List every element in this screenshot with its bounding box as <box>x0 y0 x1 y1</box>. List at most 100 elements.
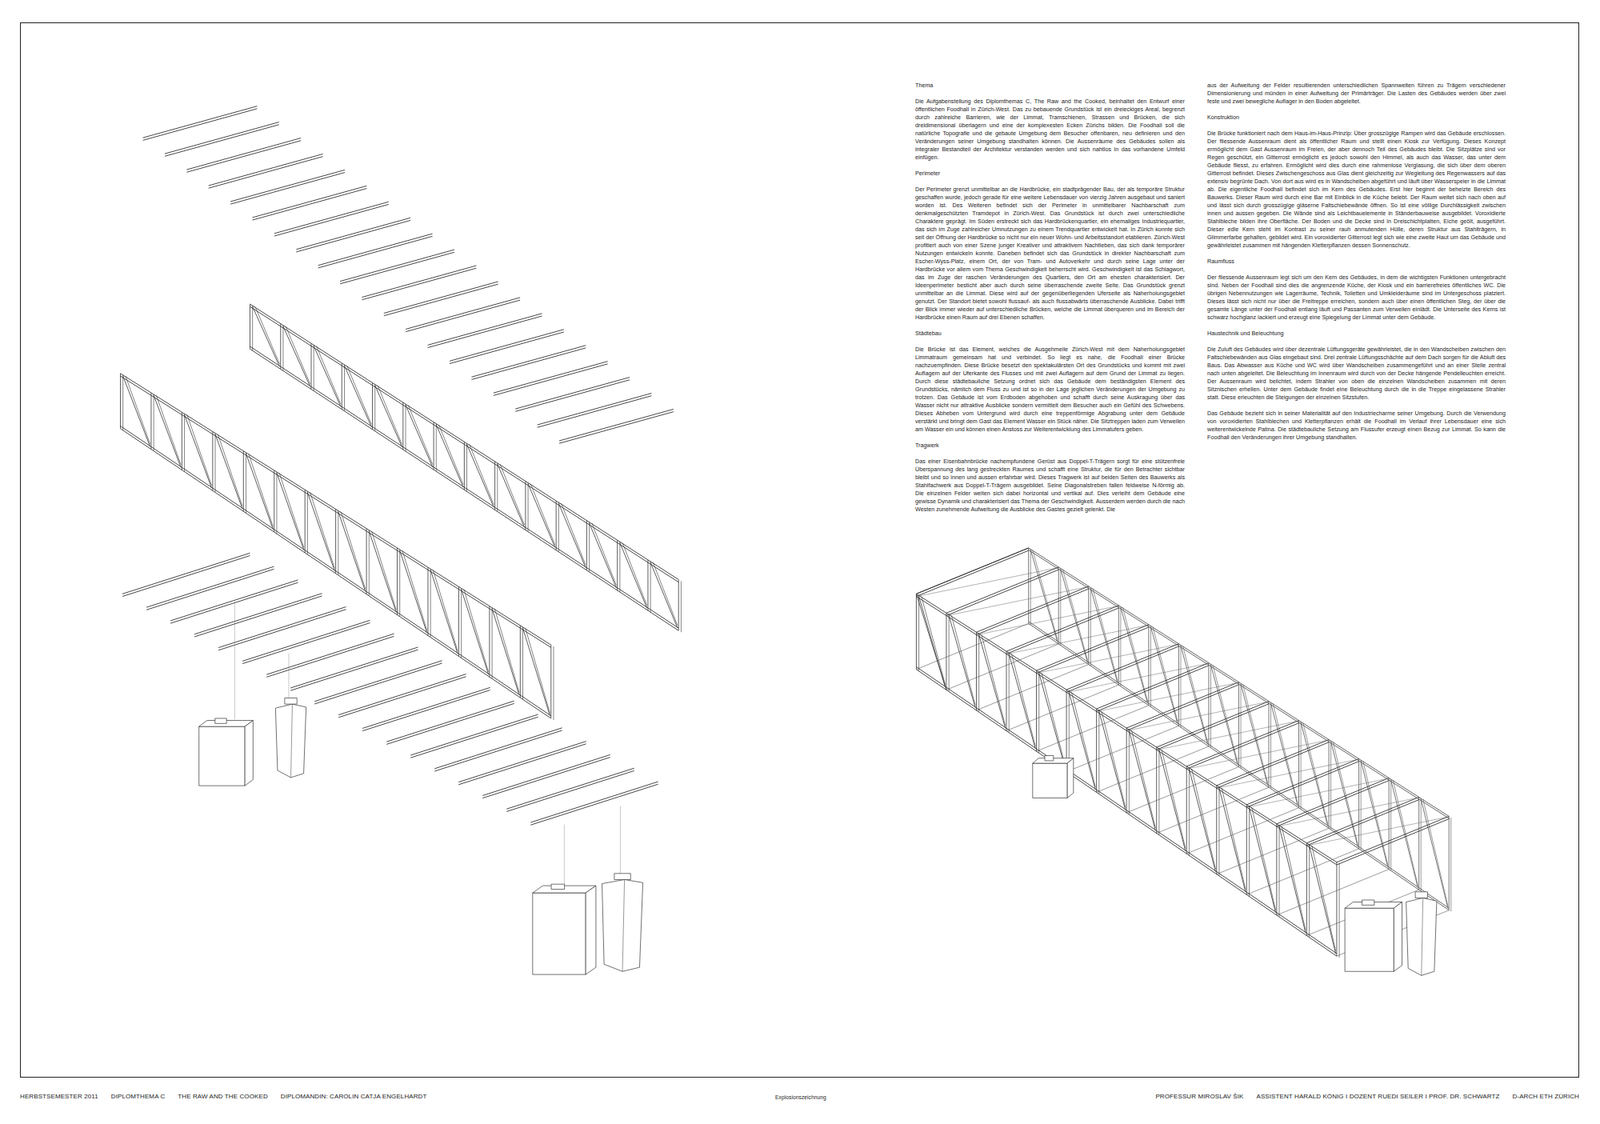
steel-member <box>650 562 678 628</box>
steel-member <box>497 464 525 528</box>
steel-member <box>946 569 1059 616</box>
steel-member <box>249 348 679 631</box>
footer-text: DIPLOMTHEMA C <box>111 1092 166 1100</box>
steel-member <box>1240 683 1242 768</box>
steel-member <box>1099 711 1126 810</box>
steel-member <box>1178 644 1180 727</box>
steel-member <box>1271 703 1299 806</box>
steel-member <box>1268 701 1269 788</box>
steel-member <box>1332 741 1358 845</box>
steel-member <box>375 385 403 448</box>
steel-member <box>279 472 304 548</box>
steel-member <box>1216 742 1329 788</box>
steel-member <box>494 461 496 510</box>
steel-member <box>650 561 652 612</box>
steel-member <box>616 540 618 591</box>
steel-member <box>344 365 372 428</box>
steel-member <box>530 781 658 823</box>
steel-member <box>266 636 394 677</box>
support-block <box>602 879 644 972</box>
steel-member <box>282 325 284 372</box>
steel-member <box>1090 588 1118 683</box>
steel-member <box>1220 760 1356 788</box>
steel-member <box>1036 624 1149 671</box>
steel-member <box>1216 785 1217 875</box>
steel-member <box>528 482 529 532</box>
steel-member <box>215 432 216 492</box>
steel-member <box>120 376 552 648</box>
steel-member <box>1092 588 1118 681</box>
body-text: Der fliessende Aussenraum legt sich um d… <box>1207 273 1506 322</box>
steel-member <box>1189 740 1326 769</box>
steel-member <box>1150 626 1178 724</box>
steel-member <box>1216 740 1329 786</box>
steel-member <box>482 754 610 796</box>
steel-member <box>1306 800 1419 846</box>
section-heading: Städtebau <box>915 329 1185 338</box>
steel-member <box>410 716 538 758</box>
steel-member <box>1210 664 1212 748</box>
section-heading: Tragwerk <box>915 441 1185 450</box>
steel-member <box>377 385 403 445</box>
steel-member <box>622 542 648 605</box>
steel-member <box>252 306 280 367</box>
steel-member <box>217 434 243 507</box>
steel-member <box>919 568 1056 596</box>
section-heading: Perimeter <box>915 169 1185 178</box>
steel-member <box>1101 711 1126 808</box>
steel-member <box>1126 767 1239 813</box>
support-block <box>1032 763 1068 798</box>
steel-member <box>248 453 274 528</box>
steel-member <box>245 453 273 530</box>
steel-member <box>1423 799 1448 907</box>
steel-member <box>313 344 315 391</box>
steel-member <box>1276 777 1389 824</box>
steel-member <box>436 424 464 488</box>
steel-member <box>242 623 370 664</box>
body-text: Die Brücke funktioniert nach dem Haus-im… <box>1207 129 1506 250</box>
steel-member <box>1096 746 1209 792</box>
steel-member <box>122 552 250 594</box>
steel-member <box>506 770 634 812</box>
steel-member <box>1336 862 1337 956</box>
steel-member <box>494 608 520 693</box>
steel-member <box>622 879 625 972</box>
steel-member <box>1150 625 1152 707</box>
steel-member <box>981 634 1006 726</box>
steel-member <box>234 602 236 720</box>
steel-member <box>1306 796 1419 843</box>
steel-member <box>313 345 341 407</box>
steel-member <box>506 768 634 809</box>
steel-member <box>181 412 183 470</box>
steel-member <box>458 741 586 783</box>
steel-member <box>1281 826 1306 931</box>
steel-member <box>434 728 562 769</box>
steel-member <box>524 480 526 530</box>
steel-member <box>288 652 289 704</box>
steel-member <box>1186 720 1299 767</box>
footer-text: DIPLOMANDIN: CAROLIN CATJA ENGELHARDT <box>280 1092 428 1100</box>
steel-member <box>276 472 304 551</box>
steel-member <box>1248 807 1276 913</box>
steel-member <box>916 596 1337 865</box>
text-column: ThemaDie Aufgabenstellung des Diplomthem… <box>915 81 1185 522</box>
steel-member <box>1360 760 1362 850</box>
body-text: Das einer Eisenbahnbrücke nachempfundene… <box>915 457 1185 514</box>
steel-member <box>948 615 976 708</box>
steel-member <box>249 306 679 582</box>
steel-member <box>436 424 437 472</box>
steel-member <box>1336 819 1449 865</box>
steel-member <box>405 404 433 468</box>
steel-member <box>194 596 322 637</box>
steel-member <box>1180 644 1181 728</box>
steel-member <box>120 373 121 429</box>
steel-member <box>1032 549 1058 640</box>
steel-member <box>1036 627 1149 673</box>
steel-member <box>1192 768 1216 869</box>
steel-member <box>1128 729 1130 815</box>
steel-member <box>949 587 1086 616</box>
steel-member <box>1148 624 1149 706</box>
steel-member <box>979 606 1116 635</box>
steel-member <box>1252 807 1276 910</box>
steel-member <box>1161 749 1186 849</box>
